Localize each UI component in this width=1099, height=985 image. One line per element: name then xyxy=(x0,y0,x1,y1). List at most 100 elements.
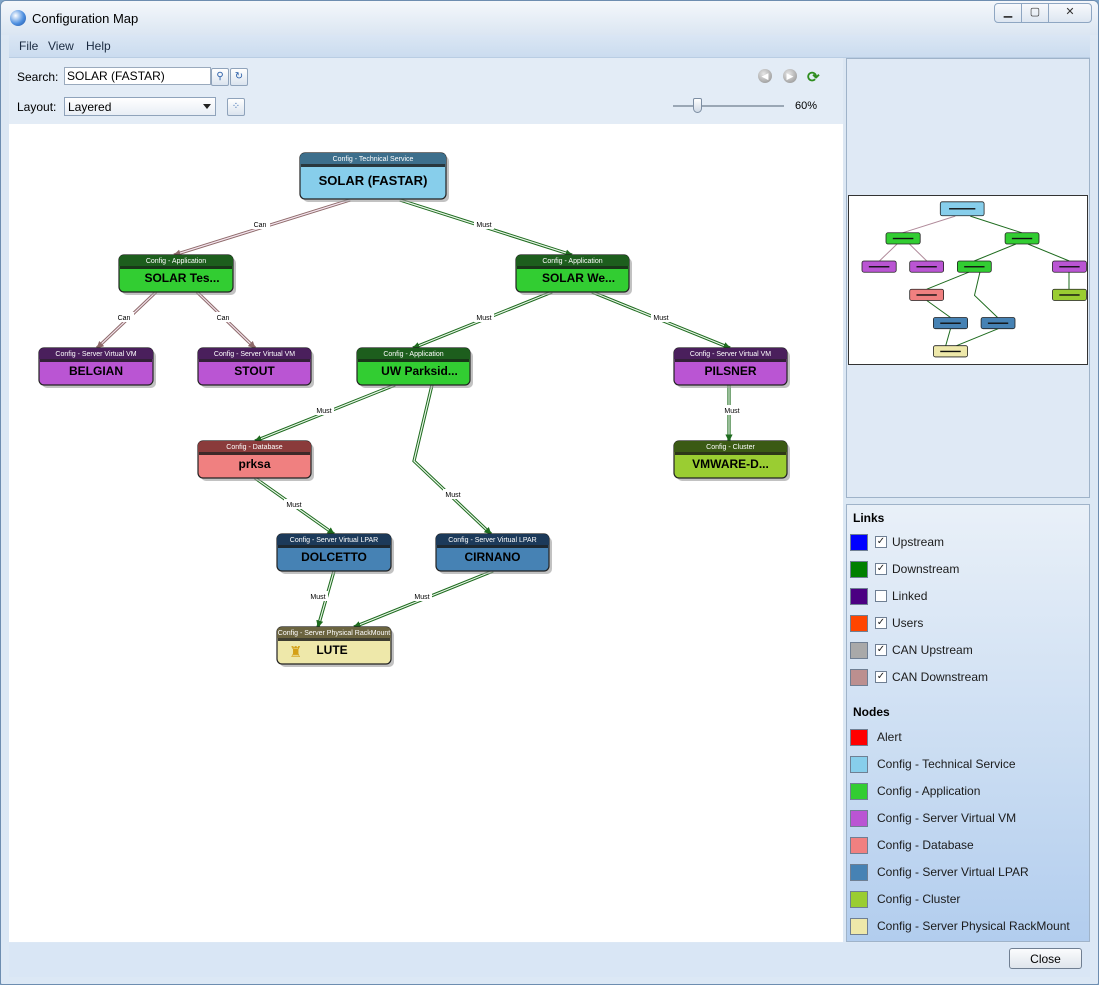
edge-label-bg xyxy=(213,312,233,322)
legend-node-type: Config - Cluster xyxy=(850,889,960,909)
legend-label: Config - Application xyxy=(877,784,981,798)
refresh-icon[interactable]: ⟳ xyxy=(807,69,820,86)
node-header-rule xyxy=(675,452,786,455)
close-window-button[interactable]: ✕ xyxy=(1048,3,1092,23)
search-find-icon[interactable]: ⚲ xyxy=(211,68,229,86)
legend-checkbox[interactable]: ✓ xyxy=(875,536,887,548)
node-pilsner[interactable]: Config - Server Virtual VM PILSNER xyxy=(673,347,790,388)
legend-checkbox[interactable] xyxy=(875,590,887,602)
edge-7[interactable]: Must xyxy=(254,383,396,443)
edge-2[interactable]: Must xyxy=(399,198,573,257)
node-header xyxy=(277,534,391,545)
legend-checkbox[interactable]: ✓ xyxy=(875,644,887,656)
node-vmware-d[interactable]: Config - ClusterVMWARE-D... xyxy=(673,440,790,481)
edge-5[interactable]: Must xyxy=(412,290,553,350)
legend-checkbox[interactable]: ✓ xyxy=(875,617,887,629)
node-type-label: Config - Technical Service xyxy=(333,156,414,163)
legend-label: Alert xyxy=(877,730,902,744)
edge-4[interactable]: Can xyxy=(195,290,257,350)
edge-label: Must xyxy=(445,492,460,499)
node-name-label: DOLCETTO xyxy=(301,550,367,564)
title-bar[interactable]: Configuration Map ▁ ▢ ✕ xyxy=(1,1,1098,35)
window-controls: ▁ ▢ ✕ xyxy=(994,3,1092,23)
forward-arrow-icon[interactable]: ▶ xyxy=(783,69,797,83)
node-name-label: BELGIAN xyxy=(69,364,123,378)
zoom-level: 60% xyxy=(795,100,818,112)
legend-node-type: Config - Technical Service xyxy=(850,754,1016,774)
legend-swatch xyxy=(850,863,868,881)
search-input[interactable] xyxy=(64,67,211,85)
layout-select-value: Layered xyxy=(68,100,112,114)
layout-select[interactable]: Layered xyxy=(64,97,216,116)
back-arrow-icon[interactable]: ◀ xyxy=(758,69,772,83)
overview-node-text-bar xyxy=(1011,237,1033,240)
overview-node-text-bar xyxy=(949,208,976,210)
trophy-icon: ♜ xyxy=(289,643,302,661)
overview-node-text-bar xyxy=(964,266,985,268)
overview-edge xyxy=(945,328,951,346)
legend-label: CAN Upstream xyxy=(892,643,973,657)
menu-help[interactable]: Help xyxy=(86,39,111,53)
layout-apply-icon[interactable]: ⁘ xyxy=(227,98,245,116)
node-type-label: Config - Server Virtual LPAR xyxy=(448,537,536,544)
legend-node-type: Config - Database xyxy=(850,835,974,855)
node-header xyxy=(436,534,549,545)
legend-label: Upstream xyxy=(892,535,945,549)
maximize-button[interactable]: ▢ xyxy=(1021,3,1049,23)
overview-edge xyxy=(970,215,1023,234)
legend-swatch xyxy=(850,890,868,908)
legend-checkbox[interactable]: ✓ xyxy=(875,671,887,683)
window-title: Configuration Map xyxy=(32,11,139,26)
edge-label-bg xyxy=(284,499,304,509)
node-name-label: PILSNER xyxy=(704,364,756,378)
node-header-rule xyxy=(199,359,310,362)
overview-node-text-bar xyxy=(892,237,914,240)
close-button[interactable]: Close xyxy=(1009,948,1082,969)
edge-11[interactable]: Must xyxy=(308,570,336,628)
edge-label-bg xyxy=(474,219,494,229)
overview-edge xyxy=(926,271,969,290)
menu-file[interactable]: File xyxy=(19,39,39,53)
node-header xyxy=(198,348,311,359)
node-header-rule xyxy=(40,359,152,362)
edge-12[interactable]: Must xyxy=(353,569,494,629)
zoom-slider-thumb[interactable] xyxy=(693,98,703,113)
node-header xyxy=(277,627,391,638)
node-type-label: Config - Server Physical RackMount xyxy=(278,630,390,637)
legend-checkbox[interactable]: ✓ xyxy=(875,563,887,575)
edge-1[interactable]: Can xyxy=(173,198,351,257)
zoom-slider-track[interactable] xyxy=(673,105,784,107)
node-name-label: SOLAR (FASTAR) xyxy=(319,173,428,188)
edge-8[interactable]: Must xyxy=(412,384,493,536)
menu-view[interactable]: View xyxy=(48,39,74,53)
legend-node-type: Config - Server Virtual VM xyxy=(850,808,1016,828)
overview-node-text-bar xyxy=(940,322,961,324)
edge-3[interactable]: Can xyxy=(95,290,158,350)
search-clear-icon[interactable]: ↻ xyxy=(230,68,248,86)
minimize-button[interactable]: ▁ xyxy=(994,3,1022,23)
overview-edge xyxy=(1027,243,1070,262)
edge-line-outer xyxy=(412,384,493,536)
node-header-rule xyxy=(675,359,786,362)
edge-10[interactable]: Must xyxy=(254,476,335,536)
edge-label: Must xyxy=(476,222,491,229)
legend-swatch xyxy=(850,614,868,632)
edge-9[interactable]: Must xyxy=(722,385,742,442)
chevron-down-icon xyxy=(203,104,211,109)
overview-map[interactable] xyxy=(848,195,1088,365)
node-type-label: Config - Server Virtual VM xyxy=(690,351,771,358)
edge-6[interactable]: Must xyxy=(591,290,731,350)
edge-label: Can xyxy=(254,222,267,229)
